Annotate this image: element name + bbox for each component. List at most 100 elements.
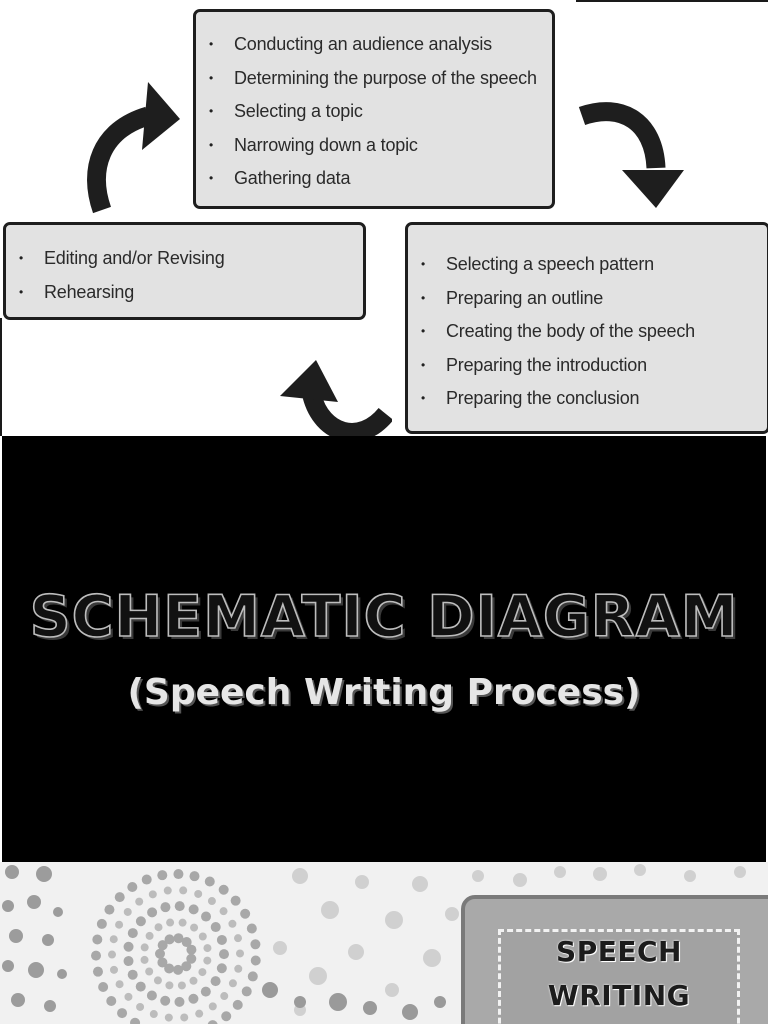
stage-box-editing: •Editing and/or Revising •Rehearsing — [3, 222, 366, 320]
decor-dot — [734, 866, 746, 878]
decor-dot — [115, 920, 124, 929]
stage-list: •Selecting a speech pattern •Preparing a… — [408, 248, 767, 416]
decor-dot — [234, 964, 243, 973]
decor-dot — [241, 986, 252, 997]
decor-dot — [219, 907, 228, 916]
decor-dot — [179, 886, 188, 895]
decor-dot — [140, 955, 149, 964]
list-item: •Conducting an audience analysis — [196, 28, 552, 62]
stage-box-research: •Conducting an audience analysis •Determ… — [193, 9, 555, 209]
badge-label-line-1: SPEECH — [556, 935, 682, 968]
bullet-icon: • — [209, 70, 214, 85]
decor-dot — [96, 918, 107, 929]
list-item: •Editing and/or Revising — [6, 242, 363, 276]
decor-dot — [36, 866, 52, 882]
decor-dot — [189, 976, 198, 985]
decor-dot — [329, 993, 347, 1011]
list-item: •Rehearsing — [6, 276, 363, 310]
decor-dot — [160, 995, 171, 1006]
stage-box-drafting: •Selecting a speech pattern •Preparing a… — [405, 222, 768, 434]
decor-dot — [294, 996, 306, 1008]
decor-dot — [180, 1013, 189, 1022]
decor-dot — [166, 918, 175, 927]
decor-dot — [262, 982, 278, 998]
decor-dot — [178, 918, 187, 927]
decor-dot — [124, 992, 133, 1001]
decor-dot — [195, 1009, 204, 1018]
decor-dot — [163, 886, 172, 895]
page-subtitle: (Speech Writing Process) — [127, 672, 641, 713]
decor-dot — [230, 895, 241, 906]
decor-dot — [173, 964, 184, 975]
badge-label-line-2: WRITING — [547, 979, 691, 1012]
decor-dot — [153, 976, 162, 985]
decor-dot — [2, 900, 14, 912]
decor-dot — [28, 962, 44, 978]
decor-dot — [207, 897, 216, 906]
decor-dot — [232, 999, 243, 1010]
decor-dot — [235, 949, 244, 958]
decor-dot — [203, 944, 212, 953]
decor-dot — [240, 908, 251, 919]
decor-dot — [157, 870, 168, 881]
list-item: •Preparing an outline — [408, 282, 767, 316]
corner-rule — [576, 0, 768, 2]
decor-dot — [198, 932, 207, 941]
list-item: •Preparing the conclusion — [408, 382, 767, 416]
decor-dot — [149, 1010, 158, 1019]
decor-dot — [210, 976, 221, 987]
decor-dot — [136, 1002, 145, 1011]
decor-dot — [174, 901, 185, 912]
decor-dot — [200, 986, 211, 997]
decor-dot — [203, 956, 212, 965]
decor-dot — [228, 979, 237, 988]
decor-dot — [9, 929, 23, 943]
decor-dot — [165, 981, 174, 990]
decor-dot — [141, 874, 152, 885]
decor-dot — [309, 967, 327, 985]
bullet-icon: • — [19, 251, 24, 265]
stage-list: •Conducting an audience analysis •Determ… — [196, 28, 552, 196]
decor-dot — [247, 971, 258, 982]
decor-dot — [57, 969, 67, 979]
bullet-icon: • — [209, 137, 214, 152]
decor-dot — [5, 865, 19, 879]
bullet-icon: • — [209, 171, 214, 186]
decor-dot — [204, 876, 215, 887]
decor-dot — [130, 1017, 141, 1024]
list-item: •Selecting a speech pattern — [408, 248, 767, 282]
decor-dot — [127, 969, 138, 980]
decor-dot — [412, 876, 428, 892]
decor-dot — [109, 965, 118, 974]
decor-dot — [234, 934, 243, 943]
bullet-icon: • — [19, 284, 24, 299]
decor-dot — [155, 948, 166, 959]
decor-dot — [135, 916, 146, 927]
decor-dot — [445, 907, 459, 921]
decor-dot — [186, 944, 197, 955]
list-item: •Selecting a topic — [196, 95, 552, 129]
decor-dot — [434, 996, 446, 1008]
decor-dot — [117, 1008, 128, 1019]
decor-dot — [208, 1002, 217, 1011]
decor-dot — [181, 961, 192, 972]
decor-dot — [147, 907, 158, 918]
decor-dot — [27, 895, 41, 909]
decor-dot — [140, 943, 149, 952]
curved-arrow-icon — [280, 360, 392, 436]
decor-dot — [684, 870, 696, 882]
bullet-icon: • — [421, 257, 426, 271]
decor-dot — [201, 911, 212, 922]
decor-dot — [115, 980, 124, 989]
decor-dot — [127, 928, 138, 939]
decor-dot — [108, 950, 117, 959]
list-item: •Creating the body of the speech — [408, 315, 767, 349]
decor-dot — [145, 967, 154, 976]
list-item: •Narrowing down a topic — [196, 129, 552, 163]
decor-dot — [173, 933, 184, 944]
decor-dot — [634, 864, 646, 876]
decor-dot — [123, 956, 134, 967]
decor-dot — [220, 992, 229, 1001]
decor-dot — [109, 935, 118, 944]
decor-dot — [348, 944, 364, 960]
